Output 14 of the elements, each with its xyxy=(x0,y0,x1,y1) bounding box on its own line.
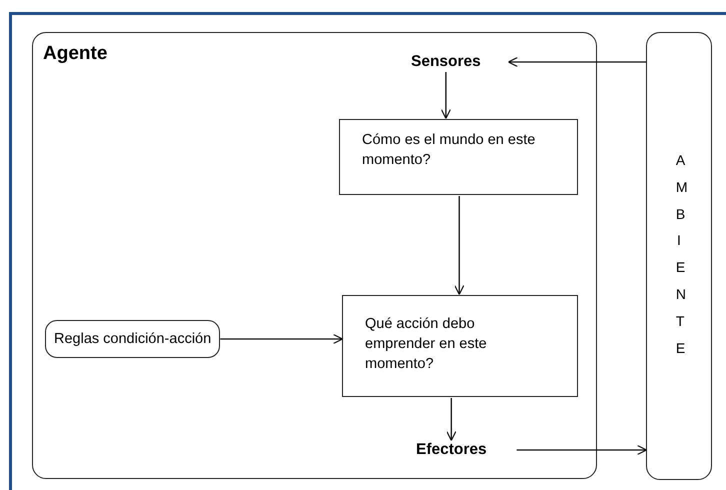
panel-title: Agente xyxy=(43,43,108,65)
arrow xyxy=(508,56,646,68)
arrow xyxy=(220,334,344,344)
arrow xyxy=(516,444,648,456)
sensor-label: Sensores xyxy=(411,53,481,71)
arrow xyxy=(446,398,456,442)
arrow xyxy=(440,72,451,120)
agent-panel xyxy=(32,32,597,479)
process-box: Qué acción debo emprender en este momento? xyxy=(342,295,578,397)
environment-panel xyxy=(646,32,712,480)
arrow xyxy=(454,196,464,296)
effector-label: Efectores xyxy=(416,441,487,459)
process-box: Cómo es el mundo en este momento? xyxy=(339,119,578,195)
rule-box: Reglas condición-acción xyxy=(45,320,220,358)
